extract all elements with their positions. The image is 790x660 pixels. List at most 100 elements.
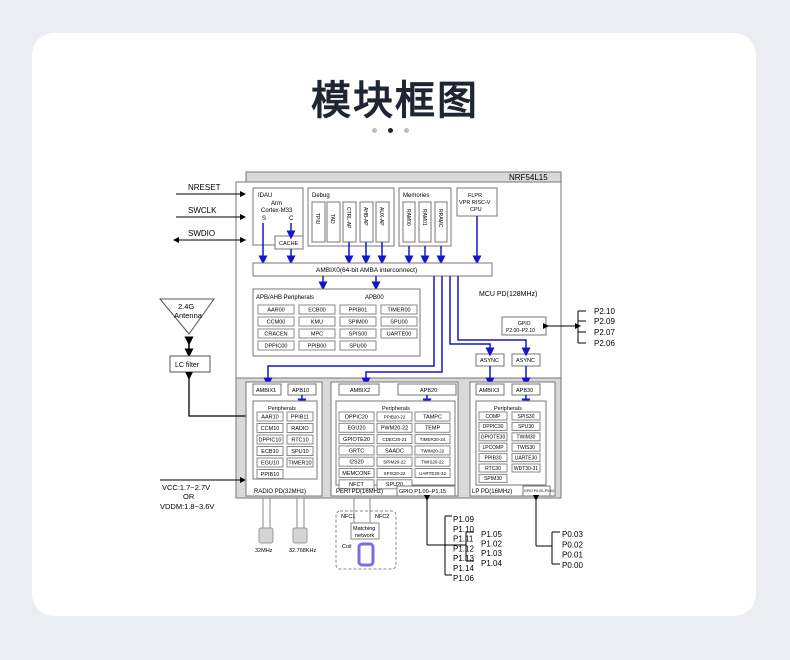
input-signals: NRESET SWCLK SWDIO — [173, 183, 246, 243]
cpu-core: Cortex-M33 — [261, 208, 293, 214]
matching-line1: Matching — [353, 526, 375, 532]
p2-pin-4: P2.06 — [594, 339, 615, 348]
antenna-line1: 2.4G — [178, 302, 194, 311]
supply-vddm: VDDM:1.8~3.6V — [160, 502, 214, 511]
ambix0-label: AMBIX0(64-bit AMBA interconnect) — [316, 267, 417, 274]
radio-cell-label: ECB10 — [261, 449, 278, 455]
apb-cell-label: SPIM00 — [348, 319, 368, 325]
apb-cell-label: TIMER00 — [387, 307, 410, 313]
p0-pin: P0.01 — [562, 551, 583, 560]
mcu-gpio-title: GPIO — [518, 321, 531, 327]
carousel-dot[interactable] — [404, 128, 409, 133]
lp-cell-label: SPIM30 — [484, 476, 502, 482]
mcu-pd-label: MCU PD(128MHz) — [479, 291, 537, 298]
apb-cell-box — [339, 328, 377, 339]
apb-cell-label: PPIB01 — [349, 307, 368, 313]
crystals-group: 32MHz 32.768KHz — [255, 498, 316, 554]
debug-tad: TAD — [329, 214, 335, 224]
lp-cell-label: GPIOTE30 — [481, 435, 506, 441]
crystal-32mhz: 32MHz — [255, 548, 273, 554]
radio-cell-box — [256, 411, 284, 422]
peri-cell-label: SAADC — [385, 448, 404, 454]
async-2: ASYNC — [516, 358, 535, 364]
flpr-line3: CPU — [470, 207, 482, 213]
lp-gpio-label: GPIO P0.00–P0.04 — [524, 489, 554, 493]
peri-cell-box — [414, 422, 451, 433]
supply-group: VCC:1.7~2.7V OR VDDM:1.8~3.6V — [160, 477, 246, 511]
p1-pins-group — [424, 495, 474, 576]
nfc1-label: NFC1 — [341, 514, 355, 520]
p1-right-pin: P1.04 — [481, 559, 502, 568]
cpu-arm: Arm — [271, 201, 282, 207]
antenna-group: 2.4G Antenna LC filter — [158, 298, 246, 417]
peri-cell-box — [376, 411, 413, 422]
p1-left-pin: P1.10 — [453, 525, 474, 534]
carousel-dot[interactable] — [372, 128, 377, 133]
apb-cell-label: SPIS00 — [349, 331, 368, 337]
lp-bus2: APB30 — [516, 388, 533, 394]
debug-aux-ap: AUX-AP — [378, 207, 384, 226]
lp-cell-label: COMP — [486, 414, 502, 420]
p1-left-pin: P1.12 — [453, 544, 474, 553]
peri-cell-label: TIMER20-24 — [420, 437, 446, 442]
peri-cell-label: UARTE20-22 — [419, 471, 446, 476]
nfc-group: NFC1 NFC2 Matching network Coil — [335, 498, 397, 570]
carousel-dot-active[interactable] — [388, 128, 393, 133]
radio-cell-label: CCM10 — [261, 426, 280, 432]
apb-cell-label: CCM00 — [267, 319, 286, 325]
radio-cell-label: EGU10 — [261, 460, 279, 466]
debug-block: Debug TPIU TAD CTRL-AP AHB-AP AUX-AP — [307, 187, 395, 265]
debug-ctrl-ap: CTRL-AP — [345, 207, 351, 229]
lp-pd-label: LP PD(16MHz) — [472, 489, 512, 495]
lc-filter-label: LC filter — [175, 362, 200, 369]
p2-pin-3: P2.07 — [594, 328, 615, 337]
radio-pd-label: RADIO PD(32MHz) — [254, 489, 306, 495]
peri-cell-box — [338, 479, 375, 490]
peri-cell-box — [376, 479, 413, 490]
p1-left-pin: P1.14 — [453, 564, 474, 573]
radio-cell-box — [286, 411, 314, 422]
lp-cell-box — [478, 453, 508, 463]
apb-cell-label: SPU00 — [349, 343, 366, 349]
apb-cell-box — [339, 316, 377, 327]
apb-cell-label: PPIB00 — [308, 343, 327, 349]
peri-cell-label: PWM20-22 — [381, 426, 409, 432]
peri-cell-label: GRTC — [349, 448, 365, 454]
peri-cell-label: SPIM20-22 — [383, 460, 406, 465]
lp-cell-label: TWIM30 — [517, 435, 536, 441]
lp-cell-label: TWIS30 — [517, 445, 535, 451]
apb-cell-label: DPPIC00 — [265, 343, 288, 349]
radio-cell-box — [286, 434, 314, 445]
radio-cell-box — [286, 423, 314, 433]
apb-cell-box — [339, 340, 377, 351]
radio-cell-box — [256, 446, 284, 456]
radio-periph-title: Peripherals — [268, 406, 296, 412]
lp-cell-label: DPPIC30 — [483, 424, 504, 430]
p1-left-pin: P1.11 — [453, 535, 474, 544]
page-title: 模块框图 — [311, 78, 479, 124]
lp-cell-box — [511, 463, 541, 473]
memories-title: Memories — [403, 193, 429, 199]
apb-cell-label: AAR00 — [267, 307, 284, 313]
radio-cell-box — [286, 446, 314, 456]
radio-cell-label: RTC10 — [291, 437, 308, 443]
radio-cell-label: SPU10 — [291, 449, 308, 455]
peri-cell-label: TEMP — [425, 426, 441, 432]
lp-cell-box — [478, 411, 508, 421]
radio-cell-box — [256, 469, 284, 479]
lp-cell-label: RTC30 — [485, 466, 501, 472]
apb00-label: APB00 — [365, 295, 384, 301]
memory-ram01: RAM01 — [421, 209, 427, 226]
peri-cell-label: DPPIC20 — [345, 414, 368, 420]
radio-cell-box — [256, 434, 284, 445]
peri-cell-box — [414, 411, 451, 422]
radio-cell-label: PPIB10 — [261, 472, 280, 478]
